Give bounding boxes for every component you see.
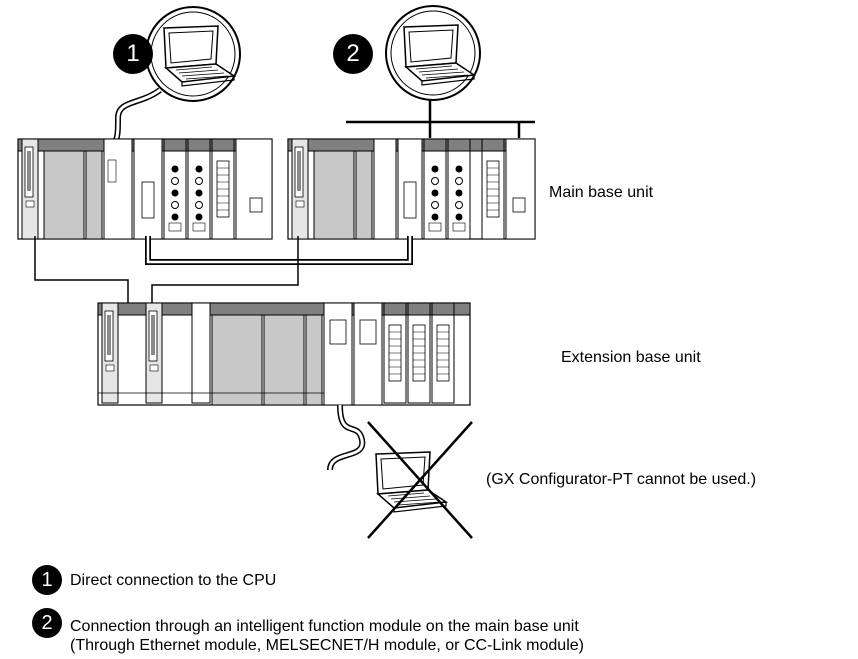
- legend-text-1: Direct connection to the CPU: [70, 572, 277, 589]
- main-base-unit-1: [17, 138, 273, 240]
- extension-base-unit: [97, 302, 471, 406]
- extension-cable: [34, 236, 299, 306]
- step-badge-1: 1: [113, 34, 153, 74]
- legend-badge-1: 1: [32, 565, 62, 595]
- network-bus: [346, 100, 535, 138]
- legend-badge-2: 2: [32, 608, 62, 638]
- personal-computer-icon: [145, 6, 241, 102]
- cross-mark-icon: [367, 421, 473, 539]
- extension-base-unit-label: Extension base unit: [561, 349, 701, 366]
- network-cable: [145, 236, 413, 265]
- personal-computer-icon: [385, 5, 481, 101]
- cannot-be-used-note: (GX Configurator-PT cannot be used.): [486, 471, 757, 488]
- legend-text-2-line1: Connection through an intelligent functi…: [70, 618, 579, 635]
- step-badge-2: 2: [333, 34, 373, 74]
- cable: [113, 87, 162, 142]
- main-base-unit-label: Main base unit: [549, 184, 654, 201]
- legend-text-2-line2: (Through Ethernet module, MELSECNET/H mo…: [70, 637, 584, 654]
- main-base-unit-2: [287, 138, 536, 240]
